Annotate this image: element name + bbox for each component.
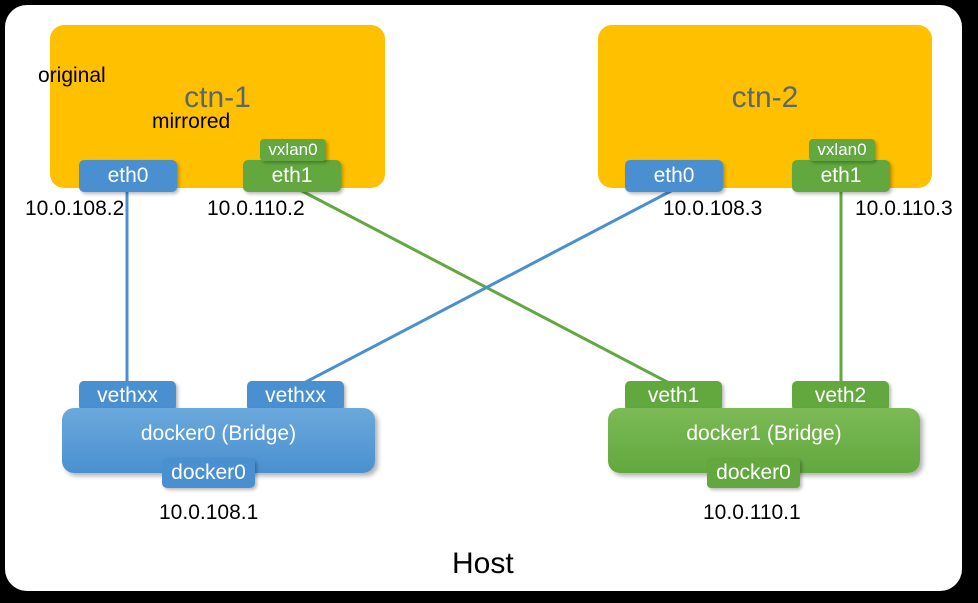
interface-badge-ctn1-eth1[interactable]: eth1 <box>243 160 341 192</box>
ip-label-ctn2-eth1: 10.0.110.3 <box>855 197 953 220</box>
veth-badge-docker1-left[interactable]: veth1 <box>625 381 722 411</box>
ip-label-docker0: 10.0.108.1 <box>159 501 259 524</box>
ip-label-docker1: 10.0.110.1 <box>703 501 801 524</box>
container-title-ctn-2: ctn-2 <box>731 81 799 114</box>
annotation-original: original <box>38 64 106 87</box>
ip-label-ctn1-eth1: 10.0.110.2 <box>207 197 305 220</box>
container-title-ctn-1: ctn-1 <box>184 81 251 114</box>
veth-badge-docker1-right[interactable]: veth2 <box>792 381 889 411</box>
host-title: Host <box>452 547 514 580</box>
interface-badge-ctn2-eth0[interactable]: eth0 <box>625 160 723 192</box>
interface-badge-ctn2-vxlan0[interactable]: vxlan0 <box>809 139 875 161</box>
link-ctn2-eth0-to-vethxx <box>299 188 674 387</box>
bridge-docker1-chip[interactable]: docker0 <box>707 458 800 488</box>
bridge-docker0-title: docker0 (Bridge) <box>140 422 297 445</box>
bridge-docker1-title: docker1 (Bridge) <box>686 422 842 445</box>
interface-badge-ctn1-eth0[interactable]: eth0 <box>79 160 177 192</box>
ip-label-ctn1-eth0: 10.0.108.2 <box>25 197 125 220</box>
interface-badge-ctn1-vxlan0[interactable]: vxlan0 <box>260 139 326 161</box>
bridge-docker1[interactable]: docker1 (Bridge) <box>608 408 920 473</box>
annotation-mirrored: mirrored <box>152 110 231 133</box>
veth-badge-docker0-right[interactable]: vethxx <box>247 381 344 411</box>
bridge-docker0-chip[interactable]: docker0 <box>162 458 255 488</box>
veth-badge-docker0-left[interactable]: vethxx <box>79 381 176 411</box>
ip-label-ctn2-eth0: 10.0.108.3 <box>663 197 763 220</box>
interface-badge-ctn2-eth1[interactable]: eth1 <box>792 160 890 192</box>
